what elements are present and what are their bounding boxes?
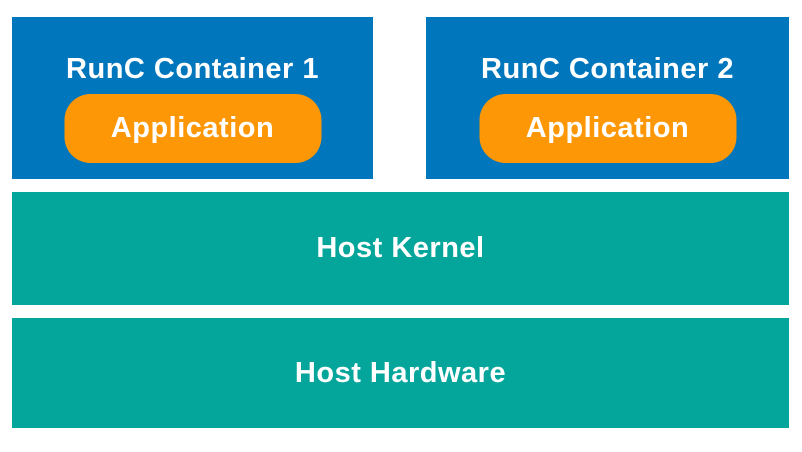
application-label-1: Application	[110, 112, 275, 144]
host-kernel-layer: Host Kernel	[12, 192, 789, 305]
host-hardware-label: Host Hardware	[294, 356, 507, 389]
host-hardware-layer: Host Hardware	[12, 318, 789, 428]
runc-container-1-title: RunC Container 1	[66, 53, 319, 85]
runc-container-1-box: RunC Container 1 Application	[12, 17, 373, 179]
runc-container-2-box: RunC Container 2 Application	[426, 17, 789, 179]
application-box-1: Application	[64, 94, 321, 163]
host-kernel-label: Host Kernel	[316, 232, 485, 264]
application-label-2: Application	[525, 112, 690, 144]
application-box-2: Application	[479, 94, 736, 163]
runc-container-2-title: RunC Container 2	[481, 53, 734, 85]
